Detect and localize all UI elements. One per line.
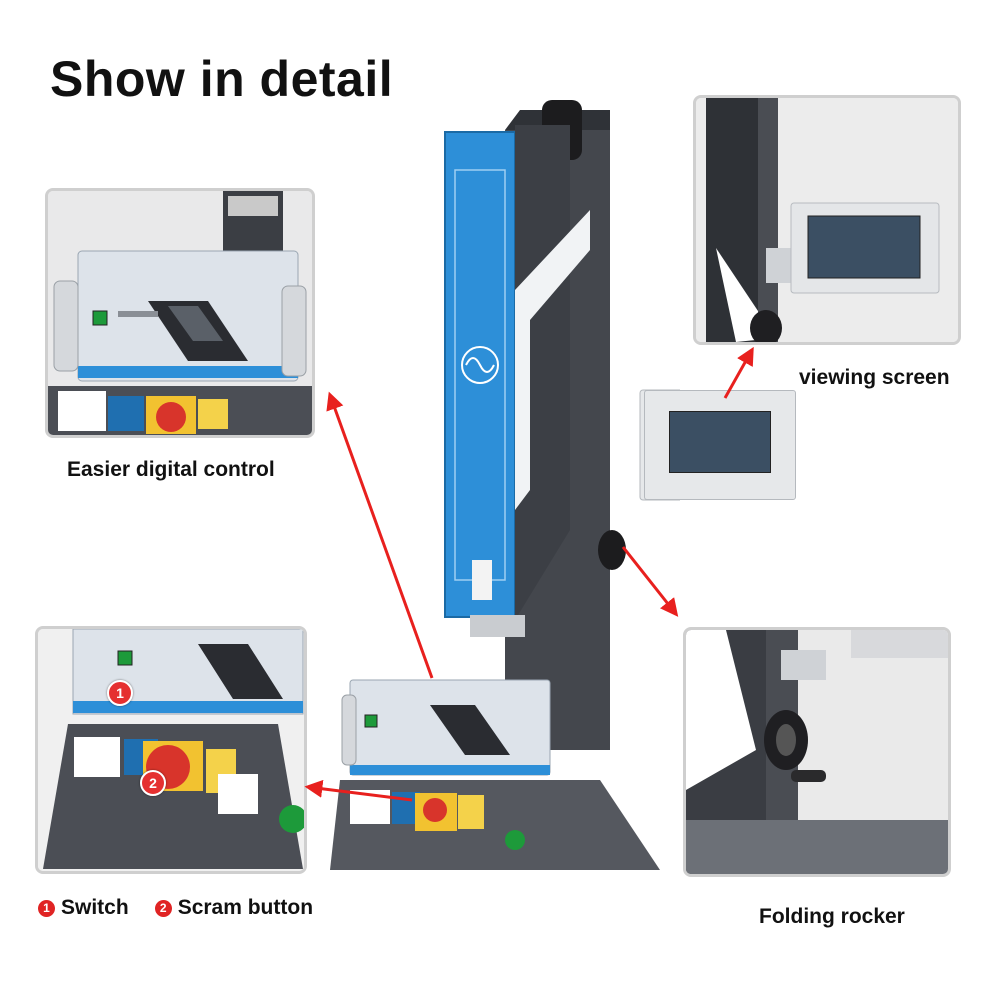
legend-badge-2: 2 — [154, 899, 172, 917]
folding-rocker-closeup-image — [686, 630, 948, 874]
detail-panel-folding-rocker — [683, 627, 951, 877]
legend-label-switch: Switch — [61, 896, 129, 919]
detail-panel-switch-scram — [35, 626, 307, 874]
legend: 1 Switch 2 Scram button — [38, 896, 313, 920]
caption-viewing-screen: viewing screen — [799, 366, 950, 389]
ultrasonic-welding-machine-image — [320, 90, 680, 890]
page-title: Show in detail — [50, 51, 394, 107]
switch-scram-closeup-image — [38, 629, 304, 871]
caption-digital-control: Easier digital control — [67, 458, 275, 481]
legend-label-scram-button: Scram button — [177, 896, 314, 919]
control-box-closeup-image — [48, 191, 312, 435]
marker-switch: 1 — [107, 680, 133, 706]
machine-touch-screen — [644, 390, 796, 500]
caption-folding-rocker: Folding rocker — [759, 905, 905, 928]
machine-touch-screen-display — [669, 411, 771, 473]
marker-scram-button: 2 — [140, 770, 166, 796]
legend-badge-1: 1 — [38, 899, 55, 917]
detail-panel-viewing-screen — [693, 95, 961, 345]
viewing-screen-closeup-image — [696, 98, 958, 342]
detail-panel-digital-control — [45, 188, 315, 438]
